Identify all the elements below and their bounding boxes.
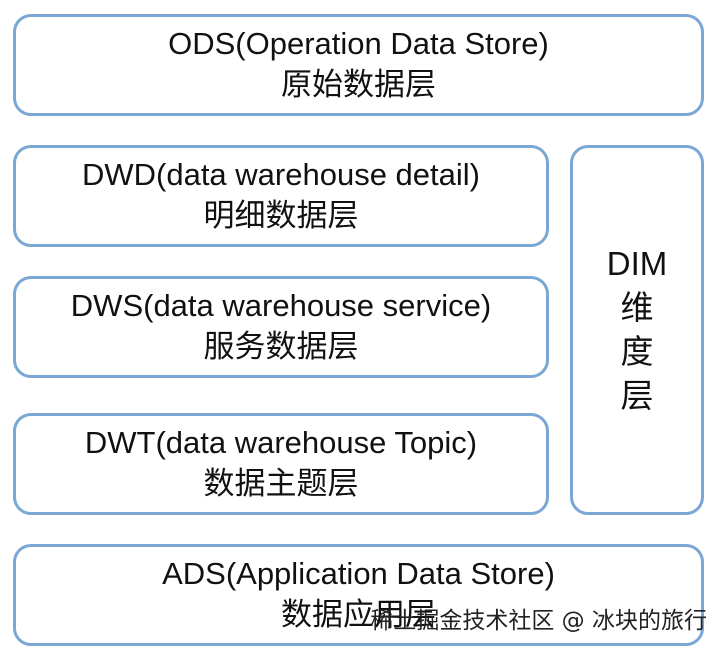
ads-layer-box: ADS(Application Data Store) 数据应用层 xyxy=(13,544,704,646)
ads-layer-title: ADS(Application Data Store) xyxy=(162,556,555,591)
watermark: 稀土掘金技术社区 @ 冰块的旅行 xyxy=(370,608,707,634)
dws-layer-box: DWS(data warehouse service) 服务数据层 xyxy=(13,276,549,378)
dim-layer-char-2: 度 xyxy=(620,333,654,370)
dim-layer-box: DIM 维 度 层 xyxy=(570,145,704,515)
dwt-layer-title: DWT(data warehouse Topic) xyxy=(84,425,478,460)
dwt-layer-box: DWT(data warehouse Topic) 数据主题层 xyxy=(13,413,549,515)
ods-layer-subtitle: 原始数据层 xyxy=(281,67,436,103)
dim-layer-label: DIM xyxy=(606,245,668,282)
ads-layer-subtitle: 数据应用层 xyxy=(281,597,436,633)
dwd-layer-box: DWD(data warehouse detail) 明细数据层 xyxy=(13,145,549,247)
ods-layer-title: ODS(Operation Data Store) xyxy=(168,26,549,61)
dws-layer-subtitle: 服务数据层 xyxy=(203,329,359,365)
dim-layer-char-1: 维 xyxy=(620,289,654,326)
dim-layer-char-3: 层 xyxy=(620,377,654,414)
dws-layer-title: DWS(data warehouse service) xyxy=(70,288,492,323)
ods-layer-box: ODS(Operation Data Store) 原始数据层 xyxy=(13,14,704,116)
dwt-layer-subtitle: 数据主题层 xyxy=(203,466,359,502)
dwd-layer-title: DWD(data warehouse detail) xyxy=(81,157,480,192)
dwd-layer-subtitle: 明细数据层 xyxy=(203,198,359,234)
